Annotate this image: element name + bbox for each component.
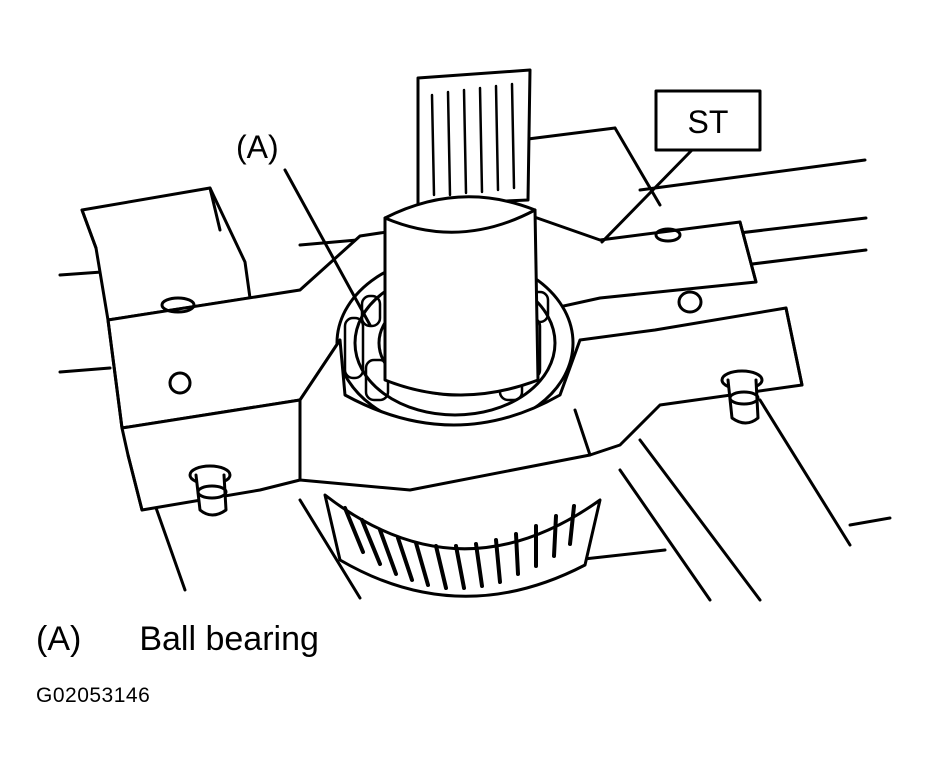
callout-a: (A) bbox=[236, 129, 279, 165]
puller-plate-lower bbox=[120, 306, 804, 512]
leader-line-a bbox=[283, 168, 372, 327]
legend-row: (A) Ball bearing bbox=[36, 620, 319, 659]
st-callout-box bbox=[654, 89, 762, 152]
legend-text: Ball bearing bbox=[139, 620, 319, 658]
leader-line-st bbox=[600, 148, 694, 244]
figure-id: G02053146 bbox=[36, 684, 151, 707]
gear bbox=[323, 493, 602, 598]
puller-bolt-left bbox=[188, 464, 232, 517]
output-shaft bbox=[383, 68, 540, 397]
callout-st: ST bbox=[688, 104, 729, 140]
puller-bolt-right bbox=[720, 369, 764, 425]
bearing-puller-illustration: (A) ST bbox=[58, 68, 892, 602]
legend-key: (A) bbox=[36, 620, 82, 658]
